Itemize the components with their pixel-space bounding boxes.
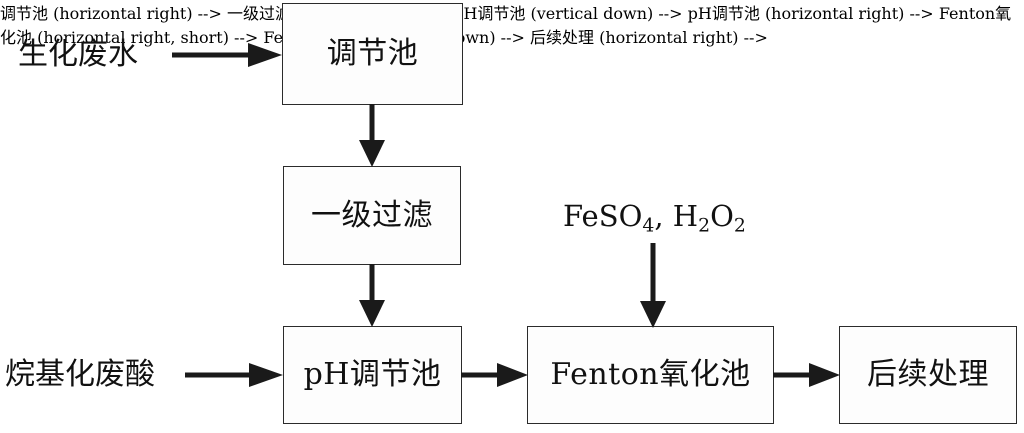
reagent-part-feso4-text: FeSO: [563, 199, 643, 233]
reagent-part-o2-sub: 2: [733, 215, 746, 237]
node-ph-adjustment-tank: pH调节池: [283, 326, 462, 424]
arrow-fenton-reagents-to-fenton-oxidation-tank: [637, 243, 669, 329]
node-label-primary-filtration: 一级过滤: [311, 197, 433, 233]
node-label-fenton-oxidation-tank: Fenton氧化池: [550, 357, 751, 392]
node-subsequent-treatment: 后续处理: [839, 326, 1017, 424]
arrow-regulating-tank-to-primary-filtration: [356, 104, 388, 168]
node-primary-filtration: 一级过滤: [283, 166, 461, 265]
arrow-biochemical-wastewater-to-regulating-tank: [172, 41, 284, 69]
node-label-regulating-tank: 调节池: [326, 36, 419, 71]
reagent-part-h2-sub: 2: [698, 215, 711, 237]
reagent-part-o2-text: O: [710, 199, 734, 233]
input-label-biochemical-wastewater: 生化废水: [18, 37, 138, 72]
node-label-ph-adjustment-tank: pH调节池: [303, 357, 442, 392]
reagent-label-fenton-reagents: FeSO4, H2O2: [563, 202, 746, 236]
reagent-part-h2-text: , H: [654, 199, 699, 233]
arrow-ph-adjustment-tank-to-fenton-oxidation-tank: [461, 361, 529, 389]
node-regulating-tank: 调节池: [282, 3, 463, 105]
node-label-subsequent-treatment: 后续处理: [867, 357, 989, 392]
arrow-primary-filtration-to-ph-adjustment-tank: [356, 264, 388, 328]
arrow-fenton-oxidation-tank-to-subsequent-treatment: [773, 361, 841, 389]
arrow-alkylation-spent-acid-to-ph-adjustment-tank: [185, 361, 285, 389]
input-label-alkylation-spent-acid: 烷基化废酸: [5, 357, 155, 392]
node-fenton-oxidation-tank: Fenton氧化池: [527, 326, 774, 424]
reagent-part-feso4-sub: 4: [642, 215, 655, 237]
